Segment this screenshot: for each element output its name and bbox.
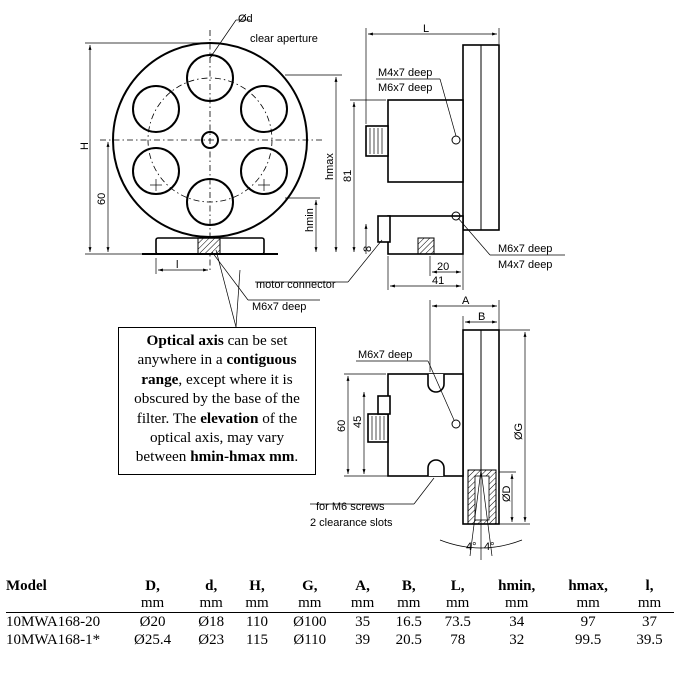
note-text-8: . (294, 448, 299, 466)
D-label: ØD (501, 485, 513, 502)
m6-right-label: M6x7 deep (498, 243, 552, 255)
col-header: hmax,mm (568, 578, 608, 611)
m6-bottom-left-label: M6x7 deep (252, 301, 306, 313)
dim-45: 45 (352, 416, 364, 428)
technical-drawing: Ød clear aperture H 60 hmax hmin l M6x7 … (79, 13, 565, 560)
m6-top-label: M6x7 deep (378, 82, 432, 94)
table-cell: 35 (355, 614, 371, 630)
note-bold-7: hmin-hmax mm (190, 448, 295, 466)
angle-left: 4° (466, 541, 477, 553)
note-bold-5: elevation (200, 409, 259, 427)
col-header: L,mm (446, 578, 470, 611)
B-label: B (478, 311, 485, 323)
table-cell: 10MWA168-20 (6, 614, 101, 630)
l-label: l (176, 259, 178, 271)
table-cell: 16.5 (395, 614, 422, 630)
table-cell: 73.5 (444, 614, 471, 630)
table-cell: 99.5 (575, 632, 602, 648)
H-label: H (79, 142, 91, 150)
col-header: A,mm (350, 578, 375, 611)
table-cell: 34 (509, 614, 525, 630)
table-cell: Ø20 (139, 614, 166, 630)
angle-right: 4° (484, 541, 495, 553)
table-cell: 115 (246, 632, 268, 648)
table-cell: 97 (580, 614, 596, 630)
for-m6-label: for M6 screws (316, 501, 385, 513)
dim-81: 81 (342, 170, 354, 182)
table-cell: Ø110 (293, 632, 327, 648)
d-label: Ød (238, 13, 253, 25)
m4-top-label: M4x7 deep (378, 67, 432, 79)
dim-20: 20 (437, 261, 449, 273)
slots-label: 2 clearance slots (310, 517, 393, 529)
hmin-label: hmin (304, 208, 316, 232)
table-cell: 39 (355, 632, 371, 648)
table-cell: 20.5 (395, 632, 422, 648)
table-cell: 37 (642, 614, 658, 630)
m4-right-label: M4x7 deep (498, 259, 552, 271)
hmax-label: hmax (324, 153, 336, 180)
note-bold-3: contiguous range (141, 351, 297, 388)
motor-connector-label: motor connector (256, 279, 336, 291)
col-header: d,mm (199, 578, 223, 611)
col-header: hmin,mm (498, 578, 536, 611)
col-header: H,mm (245, 578, 269, 611)
table-cell: 10MWA168-1* (6, 632, 101, 648)
table-row: 10MWA168-20 Ø20 Ø18 110 Ø100 35 16.5 73.… (6, 613, 674, 632)
table-cell: Ø18 (198, 614, 225, 630)
col-header: B,mm (397, 578, 421, 611)
optical-axis-note: Optical axis can be set anywhere in a co… (118, 327, 316, 475)
table-cell: Ø100 (293, 614, 327, 630)
table-header-row: Model D,mm d,mm H,mm G,mm A,mm B,mm L,mm… (6, 578, 674, 613)
note-text-6: of the optical axis, may vary between (135, 409, 298, 466)
clear-aperture-label: clear aperture (250, 33, 318, 45)
col-header: D,mm (140, 578, 165, 611)
note-bold-1: Optical axis (146, 332, 224, 349)
m6-side-label: M6x7 deep (358, 349, 412, 361)
table-cell: 78 (450, 632, 466, 648)
A-label: A (462, 295, 470, 307)
table-cell: Ø23 (198, 632, 225, 648)
table-cell: 39.5 (636, 632, 663, 648)
table-cell: 32 (509, 632, 525, 648)
side-view-top: L M4x7 deep M6x7 deep 81 8 20 41 M6x7 de… (255, 23, 565, 291)
col-header: Model (6, 578, 47, 594)
side-view-bottom: A B M6x7 deep 60 45 ØG ØD for M6 screws … (310, 295, 530, 560)
note-text-2: can be set anywhere in a (137, 332, 288, 369)
front-view: Ød clear aperture H 60 hmax hmin l M6x7 … (79, 13, 342, 313)
spec-table: Model D,mm d,mm H,mm G,mm A,mm B,mm L,mm… (6, 578, 674, 649)
note-text-4: , except where it is obscured by the bas… (134, 370, 300, 427)
table-cell: 110 (246, 614, 268, 630)
dim-60-side: 60 (336, 420, 348, 432)
dim-41: 41 (432, 275, 444, 287)
table-row: 10MWA168-1* Ø25.4 Ø23 115 Ø110 39 20.5 7… (6, 631, 674, 649)
col-header: l,mm (637, 578, 662, 611)
dim-8: 8 (362, 246, 374, 252)
table-cell: Ø25.4 (134, 632, 172, 648)
G-label: ØG (513, 423, 525, 440)
L-label: L (423, 23, 429, 35)
dim-60-left: 60 (96, 193, 108, 205)
col-header: G,mm (298, 578, 322, 611)
